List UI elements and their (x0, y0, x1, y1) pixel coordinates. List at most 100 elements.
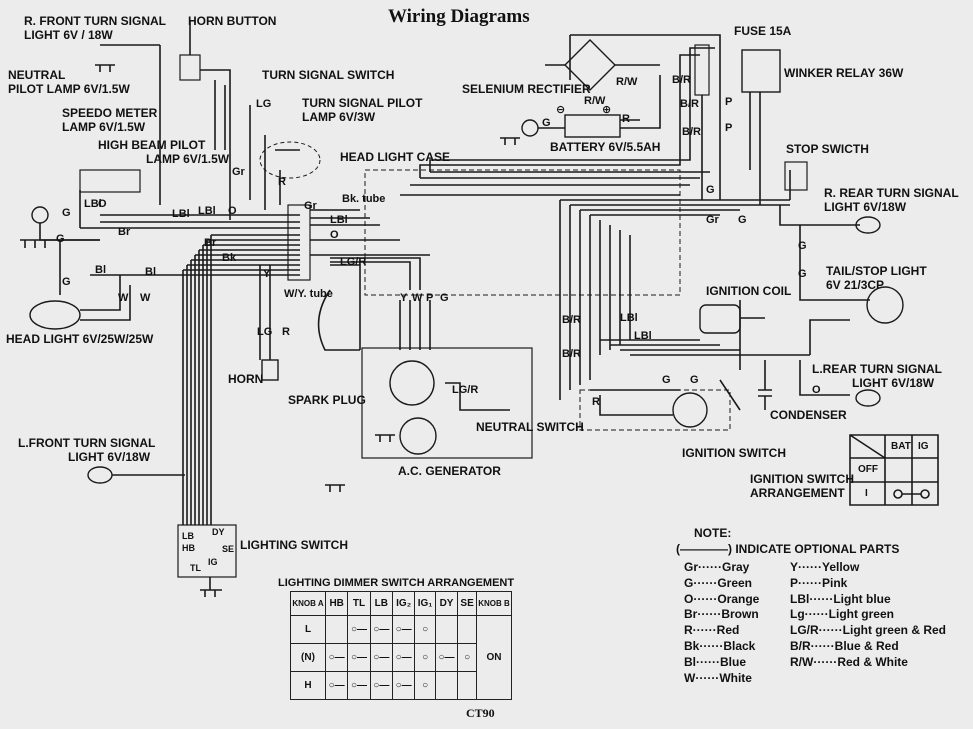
legend-code: W (684, 670, 696, 685)
legend-code: Bk (684, 638, 700, 653)
wire-label: O (812, 384, 821, 396)
legend-row: LG/R······Light green & Red (790, 623, 946, 638)
label-line: LIGHT 6V / 18W (24, 28, 113, 42)
wire-label: G (706, 184, 715, 196)
dimmer-cell: ○ (457, 643, 477, 672)
wire-label: G (542, 117, 551, 129)
legend-left: Gr······Gray G······Green O······Orange … (684, 560, 759, 686)
wire-label: ⊖ (556, 104, 566, 116)
switch-terminal: DY (212, 527, 225, 537)
wire-label: R (592, 396, 600, 408)
dimmer-cell: ○— (347, 671, 371, 700)
dimmer-cell: ○— (369, 643, 393, 672)
dimmer-cell (434, 615, 459, 644)
wire-label: W (412, 292, 423, 304)
label-line: R. FRONT TURN SIGNAL (24, 14, 166, 28)
wire-label: LG/R (452, 384, 479, 396)
wire-label: G (738, 214, 747, 226)
dimmer-table: KNOB A HB TL LB IG₂ IG₁ DY SE KNOB B L ○… (290, 591, 512, 700)
winker-relay-label: WINKER RELAY 36W (784, 66, 904, 80)
legend-row: LBl······Light blue (790, 591, 891, 606)
wire-label: B/R (672, 74, 691, 86)
ign-col-ig: IG (918, 441, 929, 452)
legend-row: Bk······Black (684, 638, 756, 653)
dimmer-cell (434, 671, 459, 700)
wire-label: LBl (634, 330, 652, 342)
head-light-case-label: HEAD LIGHT CASE (340, 150, 451, 164)
dimmer-header: LB (369, 591, 393, 616)
dimmer-header: SE (457, 591, 477, 616)
legend-row: Bl······Blue (684, 654, 746, 669)
wire-label: P (725, 96, 733, 108)
dimmer-row: H ○— ○— ○— ○— ○ (290, 671, 512, 700)
label-line: 6V 21/3CP (826, 278, 885, 292)
wire-label: LBl (84, 198, 102, 210)
wire-label: R/W (616, 76, 638, 88)
legend-color: Red & White (837, 654, 908, 669)
label-line: PILOT LAMP 6V/1.5W (8, 82, 130, 96)
legend-code: R (684, 623, 693, 638)
label-line: LAMP 6V/1.5W (62, 120, 146, 134)
dimmer-row: L ○— ○— ○— ○ ON (290, 615, 512, 700)
legend-code: Lg (790, 607, 805, 622)
legend-code: LG/R (790, 623, 819, 638)
dimmer-title: LIGHTING DIMMER SWITCH ARRANGEMENT (278, 577, 515, 589)
legend-code: Bl (684, 654, 696, 669)
wy-tube-label: W/Y. tube (284, 288, 333, 300)
battery-label: BATTERY 6V/5.5AH (550, 140, 661, 154)
wire-label: Bk (222, 252, 237, 264)
label-line: LIGHT 6V/18W (852, 376, 935, 390)
wire-label: W (118, 292, 129, 304)
dimmer-cell: ○ (414, 671, 436, 700)
label-line: TURN SIGNAL PILOT (302, 96, 423, 110)
page-title: Wiring Diagrams (388, 6, 530, 27)
legend-color: Black (723, 638, 756, 653)
dimmer-row-label: H (290, 671, 326, 700)
switch-terminal: HB (182, 543, 195, 553)
legend-color: Yellow (822, 560, 860, 574)
wire-label: LG (256, 98, 272, 110)
wire-label: R (278, 176, 286, 188)
note-title: NOTE: (694, 526, 732, 540)
dimmer-row: (N) ○— ○— ○— ○— ○ ○— ○ (290, 643, 512, 672)
dimmer-cell: ○— (347, 643, 371, 672)
ign-row-off: OFF (858, 464, 878, 475)
high-beam-label: HIGH BEAM PILOT LAMP 6V/1.5W (98, 138, 229, 166)
speedo-label: SPEEDO METER LAMP 6V/1.5W (62, 106, 157, 134)
wire-label: LG/R (340, 256, 367, 268)
stop-switch-label: STOP SWICTH (786, 142, 869, 156)
wire-label: G (798, 268, 807, 280)
switch-terminal: LB (182, 531, 194, 541)
legend-color: Blue (719, 654, 746, 669)
wire-label: Gr (706, 214, 719, 226)
dimmer-cell: ○— (324, 671, 349, 700)
dimmer-header: KNOB A (290, 591, 326, 616)
l-rear-turn-label: L.REAR TURN SIGNAL LIGHT 6V/18W (812, 362, 942, 390)
ign-row-on: I (865, 488, 868, 499)
label-line: TAIL/STOP LIGHT (826, 264, 927, 278)
dimmer-cell (457, 671, 477, 700)
wire-label: LBl (198, 205, 216, 217)
head-light-label: HEAD LIGHT 6V/25W/25W (6, 332, 154, 346)
wire-label: W (140, 292, 151, 304)
wire-label: R (622, 113, 630, 125)
legend-code: O (684, 591, 694, 606)
neutral-pilot-label: NEUTRAL PILOT LAMP 6V/1.5W (8, 68, 130, 96)
dimmer-row-label: L (290, 615, 326, 644)
wire-label: B/R (562, 348, 581, 360)
r-rear-turn-label: R. REAR TURN SIGNAL LIGHT 6V/18W (824, 186, 959, 214)
wire-label: Br (118, 226, 131, 238)
neutral-switch-label: NEUTRAL SWITCH (476, 420, 584, 434)
label-line: ARRANGEMENT (750, 486, 845, 500)
dimmer-header: KNOB B (476, 591, 512, 616)
wire-label: Gr (232, 166, 245, 178)
dimmer-cell: ○— (369, 671, 393, 700)
dimmer-header: IG₁ (414, 591, 436, 616)
spark-plug-label: SPARK PLUG (288, 393, 366, 407)
wire-label: LBl (172, 208, 190, 220)
dimmer-header: IG₂ (391, 591, 416, 616)
dimmer-row-label: (N) (290, 643, 326, 672)
wire-label: B/R (562, 314, 581, 326)
wire-label: Gr (304, 200, 317, 212)
dimmer-cell: ○ (414, 643, 436, 672)
